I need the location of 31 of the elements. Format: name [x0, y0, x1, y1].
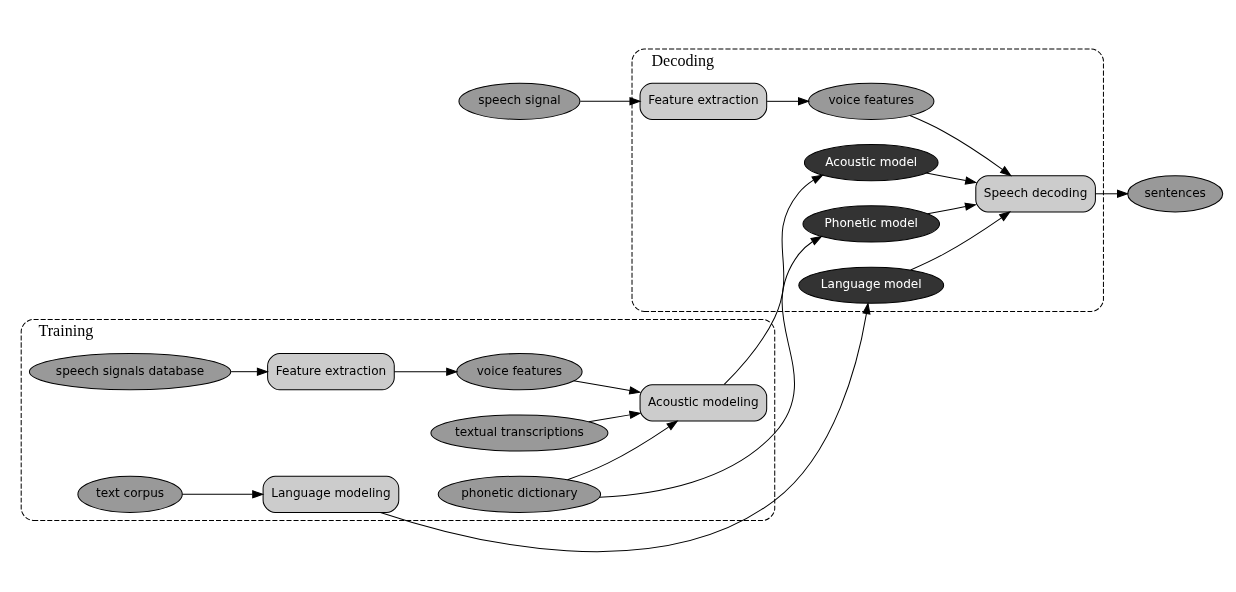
arrow: [379, 301, 871, 552]
node-ellipse: voice features: [456, 352, 583, 390]
arrow: [927, 202, 978, 214]
node-box: Speech decoding: [975, 174, 1096, 212]
arrow: [567, 419, 679, 480]
arrow: [579, 96, 642, 106]
arrow: [1095, 189, 1130, 198]
arrow: [573, 379, 642, 395]
node-box: Language modeling: [262, 475, 400, 513]
node-ellipse: phonetic dictionary: [437, 475, 602, 513]
arrow: [181, 489, 265, 499]
node-ellipse: speech signal: [458, 82, 581, 120]
arrow: [766, 96, 811, 106]
arrow: [910, 210, 1012, 270]
arrow: [599, 235, 823, 498]
arrow: [230, 366, 269, 376]
arrow: [925, 172, 978, 185]
node-ellipse: speech signals database: [28, 352, 232, 390]
node-ellipse: Language model: [798, 266, 945, 304]
arrow: [723, 173, 824, 385]
node-box: Acoustic modeling: [639, 383, 768, 421]
node-ellipse: Acoustic model: [803, 143, 939, 181]
node-box: Feature extraction: [639, 82, 768, 120]
node-ellipse: sentences: [1127, 174, 1224, 212]
arrow: [393, 366, 459, 376]
arrow: [588, 410, 642, 422]
node-ellipse: text corpus: [77, 475, 183, 513]
node-ellipse: voice features: [808, 82, 935, 120]
arrow: [909, 114, 1012, 176]
node-ellipse: textual transcriptions: [430, 413, 609, 452]
node-box: Feature extraction: [267, 352, 395, 390]
